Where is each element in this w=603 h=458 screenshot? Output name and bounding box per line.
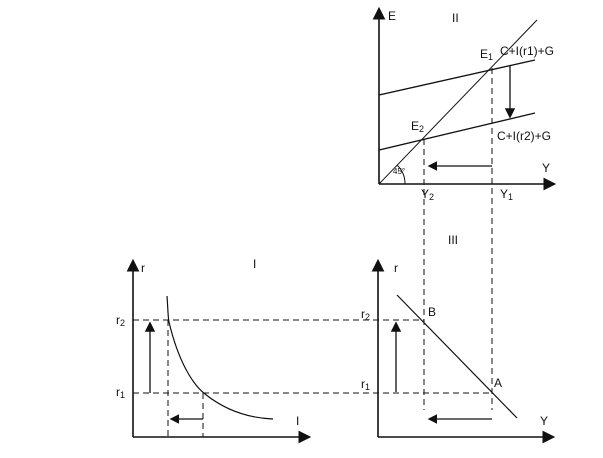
panel-ii-title: II <box>452 11 459 25</box>
e1-label: E1 <box>480 47 493 62</box>
aggregate-expenditure-upper <box>378 59 536 96</box>
r1-label-i: r1 <box>116 385 125 400</box>
angle-arc <box>396 164 406 185</box>
point-a-label: A <box>494 376 502 390</box>
e-axis-label: E <box>388 9 396 23</box>
panel-iii <box>371 258 556 444</box>
investment-curve <box>166 295 274 420</box>
panel-ii-labels: E II Y E1 C+I(r1)+G E2 C+I(r2)+G 45° Y2 … <box>388 9 554 202</box>
line-45-degree <box>378 19 538 185</box>
panel-i-title: I <box>253 257 256 271</box>
aggregate-expenditure-lower <box>378 112 536 151</box>
r1-label-iii: r1 <box>361 377 370 392</box>
i-axis-label: I <box>296 414 299 428</box>
e2-label: E2 <box>411 119 424 134</box>
r2-label-iii: r2 <box>361 307 370 322</box>
upper-line-label: C+I(r1)+G <box>500 44 554 58</box>
r-axis-i-label: r <box>141 261 145 275</box>
is-curve <box>396 294 518 419</box>
point-b-label: B <box>428 305 436 319</box>
angle-label: 45° <box>393 167 405 176</box>
panel-iii-labels: III r Y r2 r1 B A <box>361 233 548 428</box>
y2-label: Y2 <box>421 187 434 202</box>
panel-i-labels: r I I r2 r1 <box>116 257 299 428</box>
r-axis-iii-label: r <box>394 261 398 275</box>
y1-label: Y1 <box>500 187 513 202</box>
panel-i <box>126 258 312 444</box>
r2-label-i: r2 <box>116 313 125 328</box>
lower-line-label: C+I(r2)+G <box>497 129 551 143</box>
panel-ii <box>372 6 557 410</box>
panel-iii-title: III <box>448 233 458 247</box>
y-axis-iii-label: Y <box>540 414 548 428</box>
y-axis-ii-label: Y <box>542 161 550 175</box>
